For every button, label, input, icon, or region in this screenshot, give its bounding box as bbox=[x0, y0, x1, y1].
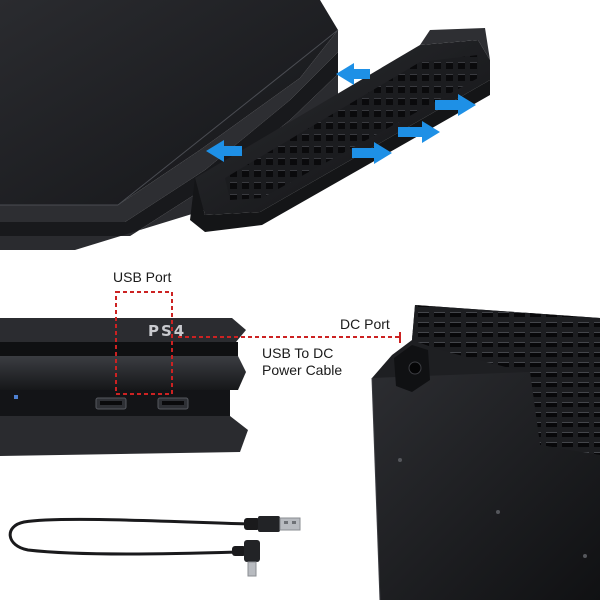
cable-label-line2: Power Cable bbox=[262, 362, 343, 378]
cable-label: USB To DC Power Cable bbox=[262, 345, 342, 379]
airflow-arrow bbox=[435, 94, 476, 116]
usb-port-callout bbox=[115, 291, 173, 395]
fan-closeup-side-grille bbox=[530, 372, 600, 455]
fan-closeup bbox=[371, 305, 600, 600]
fan-top-edge bbox=[420, 28, 490, 60]
dc-port-label: DC Port bbox=[340, 316, 390, 332]
ps4-logo: PS4 bbox=[148, 322, 186, 340]
usb-to-dc-cable bbox=[8, 516, 301, 577]
usb-port-label: USB Port bbox=[113, 269, 172, 285]
dc-plug-tip bbox=[247, 561, 257, 577]
dc-plug-body bbox=[244, 540, 260, 562]
cable-label-line1: USB To DC bbox=[262, 345, 334, 361]
airflow-arrow bbox=[352, 142, 392, 164]
console-front-middle bbox=[0, 356, 246, 390]
console-top-layer bbox=[0, 30, 338, 222]
airflow-arrow bbox=[398, 121, 440, 143]
cable-wire bbox=[8, 517, 251, 556]
console-front-top bbox=[0, 318, 246, 342]
fan-closeup-grille bbox=[412, 305, 600, 380]
usb-plug-body bbox=[258, 516, 280, 532]
console-middle-layer bbox=[0, 52, 338, 236]
fan-base bbox=[190, 80, 490, 232]
console-front-view: PS4 bbox=[0, 291, 401, 456]
usb-plug-connector bbox=[279, 517, 301, 531]
console-top-view bbox=[0, 0, 339, 250]
console-front-bottom bbox=[0, 416, 248, 456]
fan-grille bbox=[225, 55, 478, 200]
airflow-arrow bbox=[336, 63, 370, 85]
fan-closeup-front bbox=[372, 372, 600, 600]
console-front-gap bbox=[0, 342, 238, 356]
dc-plug-strain bbox=[232, 546, 246, 556]
status-light bbox=[14, 395, 18, 399]
usb-plug-strain bbox=[244, 518, 260, 530]
console-bottom-layer bbox=[0, 74, 338, 250]
airflow-arrow bbox=[206, 140, 242, 162]
console-top-surface bbox=[0, 0, 338, 205]
cooling-fan-top-view bbox=[190, 28, 490, 232]
